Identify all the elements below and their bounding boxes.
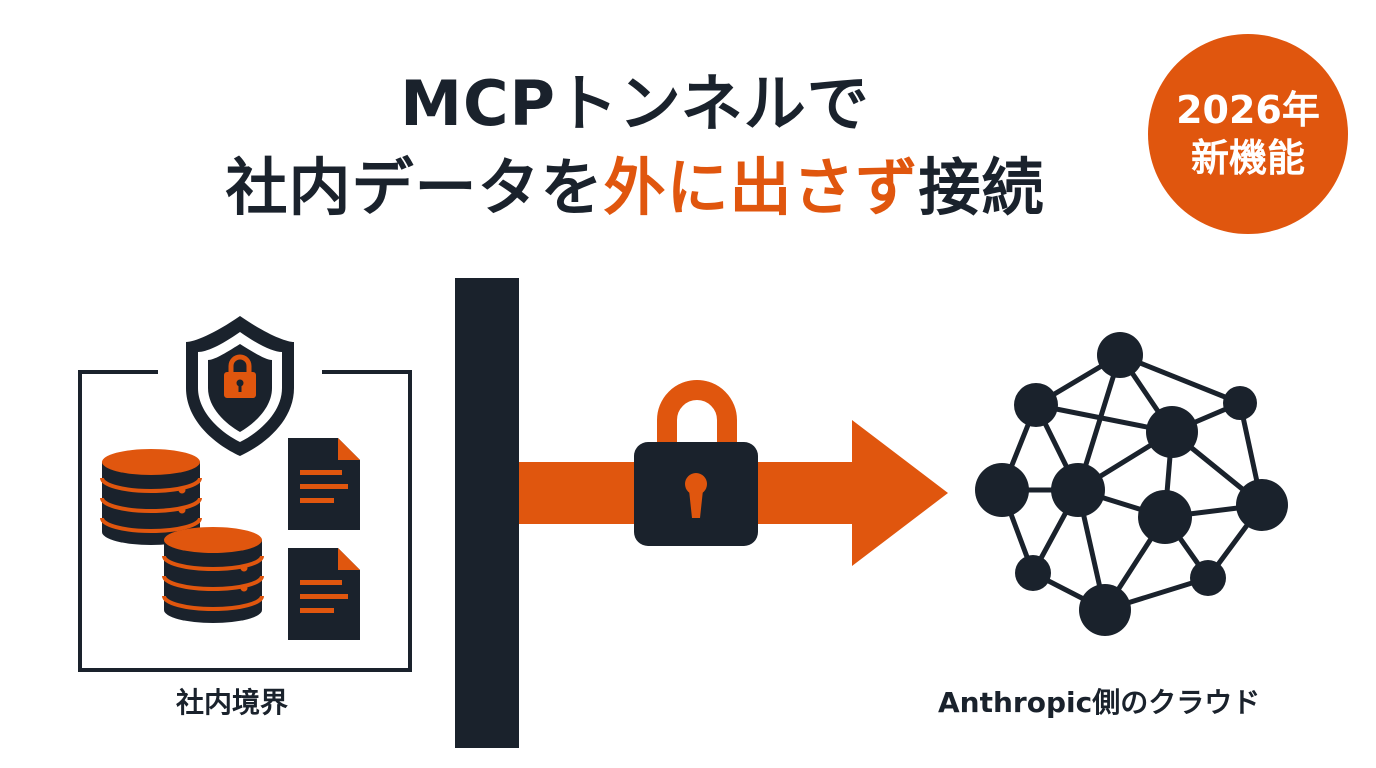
title-highlight: 外に出さず	[603, 151, 919, 224]
network-icon	[975, 332, 1288, 636]
document-icon	[288, 548, 360, 640]
database-icon	[162, 527, 264, 623]
title-line-2-after: 接続	[918, 151, 1045, 224]
document-icon	[288, 438, 360, 530]
firewall-wall	[455, 278, 519, 748]
padlock-icon	[634, 380, 758, 546]
title-line-2: 社内データを外に出さず接続	[0, 146, 1270, 230]
internal-boundary-label: 社内境界	[176, 686, 289, 719]
title-line-1: MCPトンネルで	[400, 67, 870, 140]
database-icon	[100, 449, 202, 545]
page-title: MCPトンネルで 社内データを外に出さず接続	[0, 62, 1270, 230]
new-feature-badge: 2026年 新機能	[1148, 34, 1348, 234]
badge-year: 2026年	[1176, 88, 1320, 132]
title-line-2-before: 社内データを	[225, 151, 604, 224]
cloud-label: Anthropic側のクラウド	[938, 686, 1261, 719]
badge-text: 新機能	[1190, 136, 1305, 180]
internal-boundary-frame	[78, 370, 412, 672]
shield-lock-icon	[186, 316, 294, 456]
